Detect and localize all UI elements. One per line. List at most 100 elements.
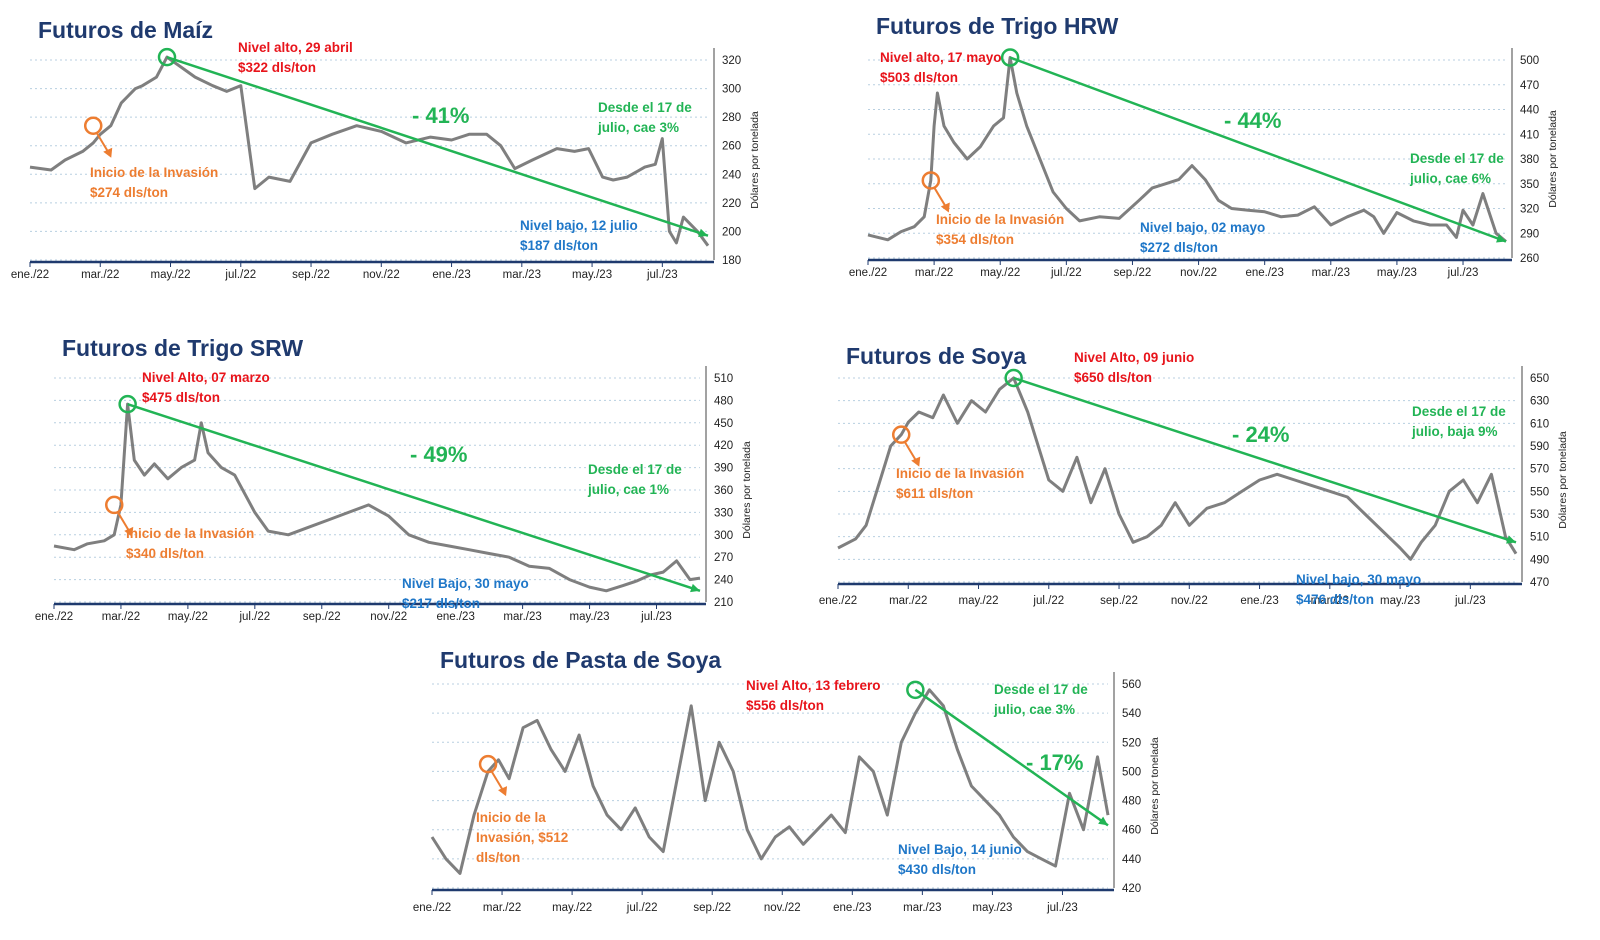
low-label: Nivel Bajo, 14 junio	[898, 842, 1022, 857]
low-label: Nivel Bajo, 30 mayo	[402, 576, 529, 591]
x-tick-label: jul./23	[1454, 595, 1486, 607]
invasion-label: $354 dls/ton	[936, 232, 1014, 247]
invasion-arrowhead	[498, 786, 508, 797]
chart-title: Futuros de Trigo SRW	[62, 335, 303, 361]
note-label: julio, cae 3%	[597, 120, 679, 135]
invasion-arrowhead	[103, 147, 113, 158]
x-tick-label: jul./23	[1447, 267, 1479, 279]
x-tick-label: jul./22	[224, 269, 256, 281]
y-tick-label: 550	[1530, 486, 1549, 498]
x-tick-label: mar./22	[483, 902, 521, 914]
x-tick-label: mar./23	[503, 269, 541, 281]
invasion-arrowhead	[911, 456, 921, 467]
x-tick-label: ene./22	[35, 611, 73, 623]
y-tick-label: 500	[1122, 766, 1141, 778]
chart-title: Futuros de Soya	[846, 343, 1026, 369]
invasion-marker	[104, 495, 124, 515]
pct-change-label: - 44%	[1224, 108, 1281, 133]
note-label: Desde el 17 de	[994, 682, 1088, 697]
y-tick-label: 240	[722, 169, 741, 181]
x-tick-label: ene./23	[436, 611, 474, 623]
x-tick-label: mar./22	[889, 595, 927, 607]
y-tick-label: 510	[1530, 532, 1549, 544]
chart-svg-trigo-hrw: Futuros de Trigo HRW26029032035038041044…	[849, 13, 1559, 279]
x-tick-label: may./23	[1377, 267, 1417, 279]
y-tick-label: 490	[1530, 554, 1549, 566]
x-tick-label: mar./23	[903, 902, 941, 914]
x-tick-label: may./23	[972, 902, 1012, 914]
y-tick-label: 480	[714, 395, 733, 407]
high-marker	[1000, 48, 1020, 67]
invasion-marker	[478, 754, 498, 774]
invasion-marker	[921, 171, 941, 190]
y-tick-label: 460	[1122, 825, 1141, 837]
note-label: Desde el 17 de	[1410, 151, 1504, 166]
x-tick-label: mar./23	[1311, 595, 1349, 607]
x-tick-label: jul./22	[1050, 267, 1082, 279]
low-label: Nivel bajo, 12 julio	[520, 218, 638, 233]
high-label: $650 dls/ton	[1074, 370, 1152, 385]
chart-svg-soya: Futuros de Soya4704905105305505705906106…	[819, 343, 1569, 607]
y-tick-label: 510	[714, 373, 733, 385]
y-tick-label: 570	[1530, 464, 1549, 476]
y-tick-label: 330	[714, 507, 733, 519]
x-tick-label: nov./22	[363, 269, 400, 281]
invasion-label: $611 dls/ton	[896, 486, 973, 501]
x-tick-label: may./22	[980, 267, 1020, 279]
y-tick-label: 480	[1122, 796, 1141, 808]
x-tick-label: ene./22	[11, 269, 49, 281]
y-tick-label: 200	[722, 226, 741, 238]
y-tick-label: 500	[1520, 55, 1539, 67]
x-tick-label: may./22	[552, 902, 592, 914]
high-label: Nivel Alto, 13 febrero	[746, 678, 881, 693]
invasion-marker	[891, 425, 911, 444]
y-tick-label: 630	[1530, 396, 1549, 408]
x-tick-label: jul./22	[1032, 595, 1064, 607]
x-tick-label: may./22	[150, 269, 190, 281]
x-tick-label: mar./22	[102, 611, 140, 623]
trend-arrowhead	[1506, 535, 1516, 544]
high-marker	[157, 47, 177, 67]
x-tick-label: mar./23	[503, 611, 541, 623]
note-label: julio, cae 1%	[587, 482, 669, 497]
high-label: $322 dls/ton	[238, 60, 316, 75]
y-tick-label: 470	[1530, 577, 1549, 589]
y-tick-label: 350	[1520, 179, 1539, 191]
note-label: julio, baja 9%	[1411, 424, 1498, 439]
price-series-line	[837, 376, 1518, 561]
low-label: Nivel bajo, 30 mayo	[1296, 572, 1421, 587]
x-tick-label: ene./22	[819, 595, 857, 607]
x-tick-label: jul./23	[1046, 902, 1078, 914]
x-tick-label: sep./22	[693, 902, 731, 914]
x-tick-label: may./23	[570, 611, 610, 623]
invasion-label: Inicio de la Invasión	[90, 165, 218, 180]
x-tick-label: jul./23	[640, 611, 672, 623]
x-tick-label: ene./23	[1240, 595, 1278, 607]
y-tick-label: 280	[722, 112, 741, 124]
invasion-label: Inicio de la	[476, 810, 546, 825]
invasion-label: dls/ton	[476, 850, 520, 865]
x-tick-label: nov./22	[1171, 595, 1208, 607]
note-label: julio, cae 6%	[1409, 171, 1491, 186]
y-axis-label: Dólares por tonelada	[1149, 737, 1161, 835]
y-tick-label: 290	[1520, 228, 1539, 240]
high-label: $475 dls/ton	[142, 390, 220, 405]
low-label: Nivel bajo, 02 mayo	[1140, 220, 1265, 235]
invasion-label: $274 dls/ton	[90, 185, 168, 200]
y-tick-label: 320	[722, 55, 741, 67]
x-tick-label: may./23	[572, 269, 612, 281]
invasion-label: $340 dls/ton	[126, 546, 204, 561]
y-tick-label: 240	[714, 575, 733, 587]
high-label: Nivel Alto, 07 marzo	[142, 370, 270, 385]
y-tick-label: 590	[1530, 441, 1549, 453]
y-axis-label: Dólares por tonelada	[749, 111, 761, 209]
y-tick-label: 650	[1530, 373, 1549, 385]
y-tick-label: 360	[714, 485, 733, 497]
x-tick-label: mar./22	[81, 269, 119, 281]
x-tick-label: sep./22	[303, 611, 341, 623]
chart-title: Futuros de Trigo HRW	[876, 13, 1119, 39]
y-tick-label: 270	[714, 552, 733, 564]
y-tick-label: 530	[1530, 509, 1549, 521]
low-label: $272 dls/ton	[1140, 240, 1218, 255]
trend-line	[1013, 376, 1517, 544]
